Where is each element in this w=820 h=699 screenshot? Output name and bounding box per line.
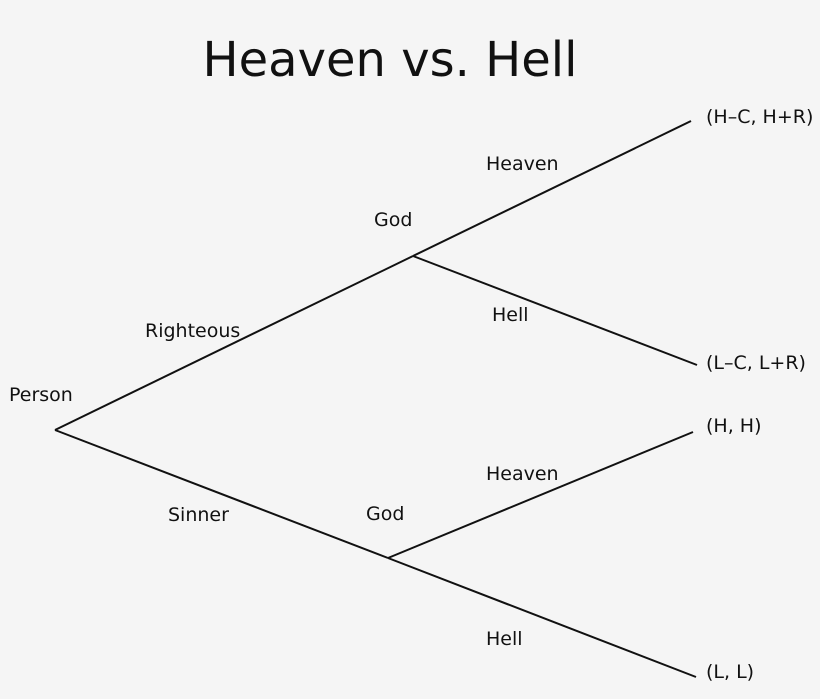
branch-top-hell-label: Hell: [492, 304, 529, 326]
payoff-righteous-heaven: (H–C, H+R): [706, 106, 814, 128]
payoff-sinner-hell: (L, L): [706, 661, 755, 683]
node-god-bottom-label: God: [366, 503, 405, 525]
node-root-label: Person: [9, 384, 73, 406]
node-god-top-label: God: [374, 209, 413, 231]
edge-top-hell: [412, 255, 698, 366]
branch-sinner-label: Sinner: [168, 504, 229, 526]
edge-righteous: [54, 255, 414, 431]
edge-bottom-heaven: [387, 431, 694, 559]
payoff-sinner-heaven: (H, H): [706, 415, 762, 437]
branch-top-heaven-label: Heaven: [486, 153, 559, 175]
edge-sinner: [54, 429, 389, 559]
branch-bottom-hell-label: Hell: [486, 628, 523, 650]
branch-righteous-label: Righteous: [145, 320, 241, 342]
branch-bottom-heaven-label: Heaven: [486, 463, 559, 485]
edge-bottom-hell: [387, 557, 697, 678]
edge-top-heaven: [412, 120, 692, 257]
page-title: Heaven vs. Hell: [202, 32, 578, 88]
payoff-righteous-hell: (L–C, L+R): [706, 352, 806, 374]
